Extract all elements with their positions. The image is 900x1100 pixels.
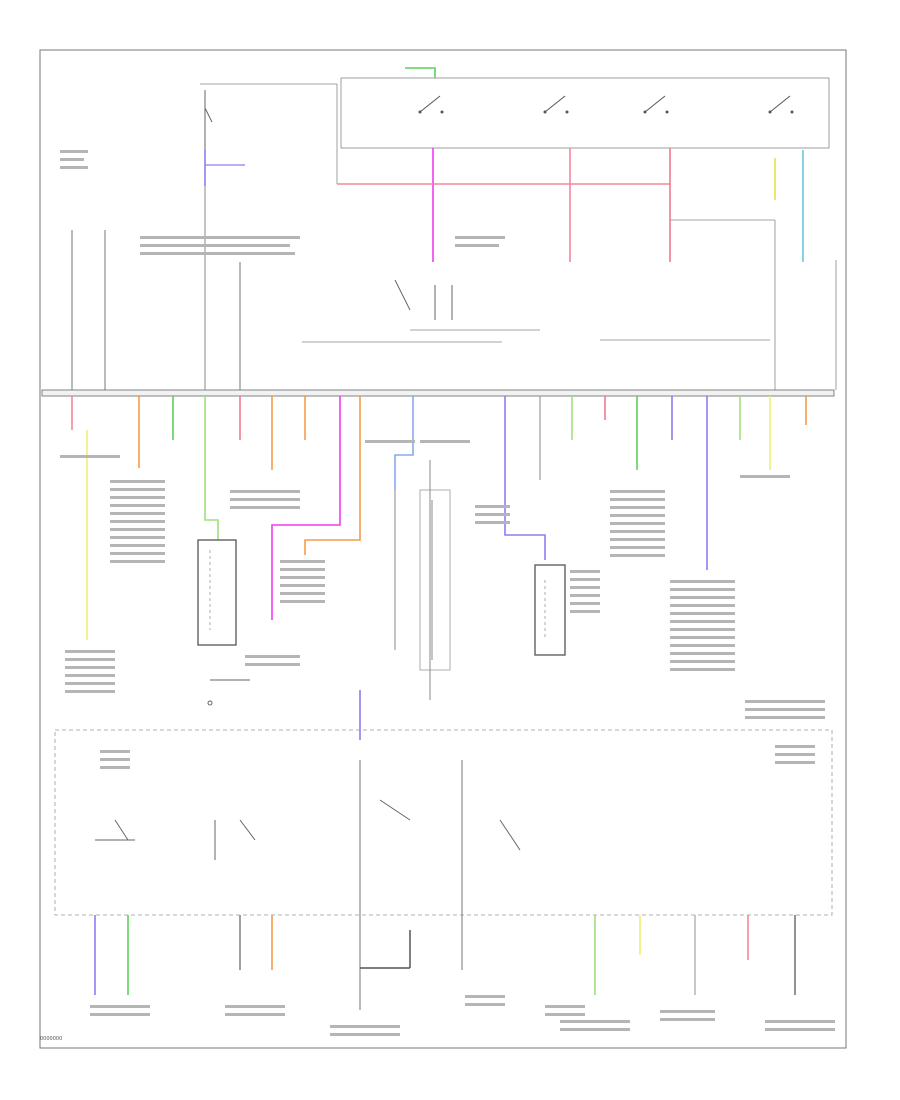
relay-switch-3 <box>643 95 669 114</box>
lower-relays <box>95 760 521 1010</box>
relay-switch-4 <box>768 95 794 114</box>
illegible-labels <box>60 150 835 1036</box>
relay-switch-1 <box>418 95 444 114</box>
module-center-mid <box>419 489 451 671</box>
wire-lightgreen-long <box>204 396 219 540</box>
diagram-border <box>39 49 847 1049</box>
wire-lightblue-fuse <box>394 396 414 490</box>
fuse-block-outline <box>41 389 835 397</box>
relay-switch-2 <box>543 95 569 114</box>
wire-green-top <box>405 67 436 78</box>
ignition-switch <box>204 90 245 392</box>
fuse-block-upper <box>41 339 835 397</box>
wire-magenta-long <box>271 396 341 620</box>
module-left-mid <box>197 539 237 646</box>
ground-symbol-1 <box>207 679 250 706</box>
relay-symbol-middle <box>394 279 540 331</box>
wire-orange-long <box>304 396 361 555</box>
top-relay-box <box>200 67 830 184</box>
diagram-code: 0000000 <box>40 1036 63 1042</box>
wire-blue-long-mid <box>504 396 546 560</box>
lower-module-outline <box>54 729 833 916</box>
relay-box-outline <box>340 77 830 149</box>
lower-module-box <box>54 729 833 916</box>
module-right-mid <box>534 564 566 656</box>
